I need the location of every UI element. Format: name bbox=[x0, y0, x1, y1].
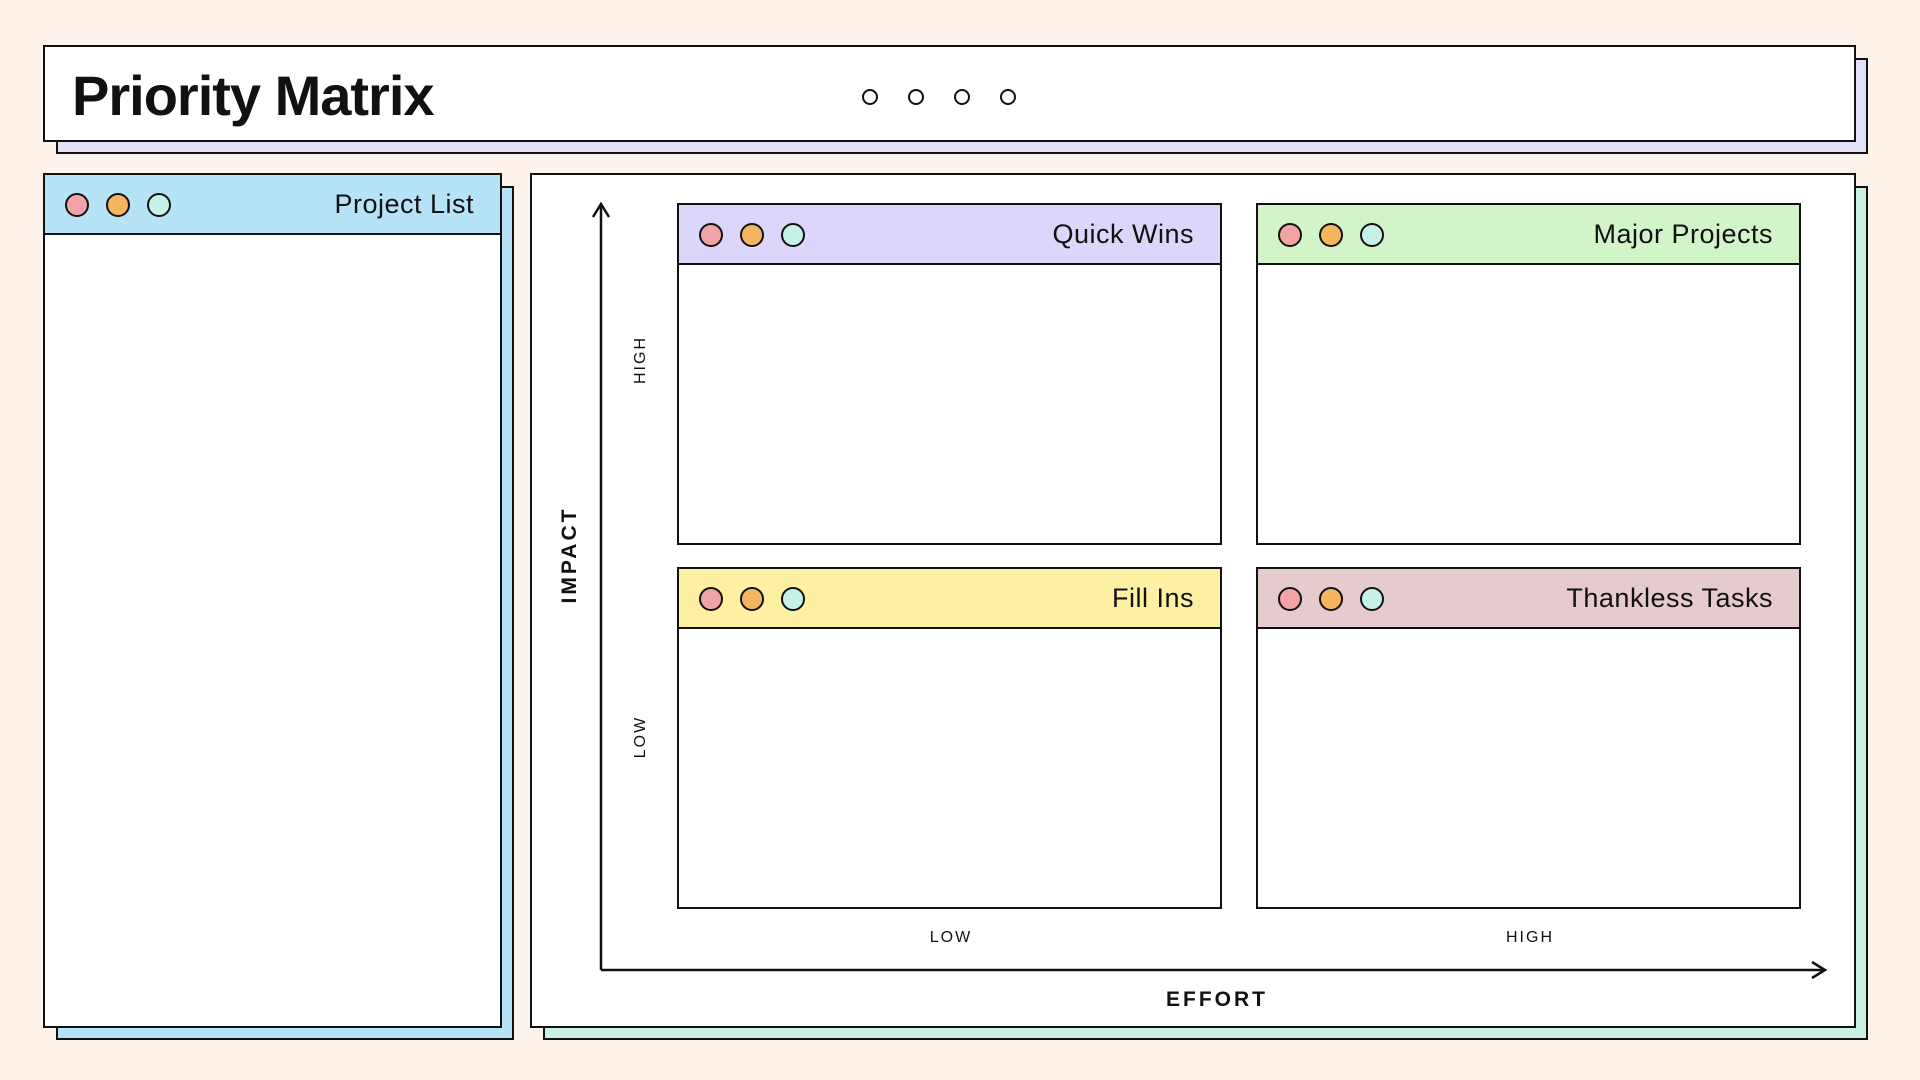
maximize-dot-icon[interactable] bbox=[1360, 587, 1384, 611]
project-list-bar: Project List bbox=[45, 175, 500, 235]
quadrant-title: Major Projects bbox=[1593, 219, 1773, 249]
minimize-dot-icon[interactable] bbox=[1319, 587, 1343, 611]
window-controls bbox=[65, 193, 171, 217]
project-list-panel: Project List bbox=[43, 173, 502, 1028]
x-axis-arrow-icon bbox=[1811, 960, 1828, 980]
window-controls bbox=[699, 587, 805, 611]
window-controls bbox=[1278, 223, 1384, 247]
header: Priority Matrix bbox=[43, 45, 1856, 142]
window-controls bbox=[699, 223, 805, 247]
quadrant-fill-ins[interactable]: Fill Ins bbox=[677, 567, 1222, 909]
close-dot-icon[interactable] bbox=[1278, 587, 1302, 611]
minimize-dot-icon[interactable] bbox=[106, 193, 130, 217]
priority-matrix-panel: Quick Wins Major Projects Fill Ins bbox=[530, 173, 1856, 1028]
pagination-dots bbox=[862, 89, 1016, 105]
page-dot-icon bbox=[1000, 89, 1016, 105]
maximize-dot-icon[interactable] bbox=[147, 193, 171, 217]
x-axis-high-label: HIGH bbox=[1506, 929, 1554, 946]
close-dot-icon[interactable] bbox=[1278, 223, 1302, 247]
y-axis-arrow-icon bbox=[591, 201, 611, 218]
quadrant-bar: Quick Wins bbox=[679, 205, 1220, 265]
quadrant-title: Thankless Tasks bbox=[1566, 583, 1773, 613]
minimize-dot-icon[interactable] bbox=[1319, 223, 1343, 247]
quadrant-major-projects[interactable]: Major Projects bbox=[1256, 203, 1801, 545]
page-dot-icon bbox=[862, 89, 878, 105]
close-dot-icon[interactable] bbox=[699, 587, 723, 611]
y-axis-high-label: HIGH bbox=[632, 336, 649, 384]
quadrant-title: Fill Ins bbox=[1111, 583, 1194, 613]
quadrant-quick-wins[interactable]: Quick Wins bbox=[677, 203, 1222, 545]
page-dot-icon bbox=[954, 89, 970, 105]
maximize-dot-icon[interactable] bbox=[781, 223, 805, 247]
close-dot-icon[interactable] bbox=[65, 193, 89, 217]
quadrant-bar: Fill Ins bbox=[679, 569, 1220, 629]
x-axis-title: EFFORT bbox=[1166, 988, 1268, 1011]
matrix-axes bbox=[591, 201, 1828, 980]
minimize-dot-icon[interactable] bbox=[740, 587, 764, 611]
maximize-dot-icon[interactable] bbox=[781, 587, 805, 611]
project-list-title: Project List bbox=[334, 189, 474, 219]
x-axis-low-label: LOW bbox=[929, 929, 973, 946]
quadrant-thankless-tasks[interactable]: Thankless Tasks bbox=[1256, 567, 1801, 909]
quadrant-bar: Thankless Tasks bbox=[1258, 569, 1799, 629]
minimize-dot-icon[interactable] bbox=[740, 223, 764, 247]
close-dot-icon[interactable] bbox=[699, 223, 723, 247]
y-axis-title: IMPACT bbox=[558, 506, 581, 604]
y-axis-low-label: LOW bbox=[632, 715, 649, 759]
page-dot-icon bbox=[908, 89, 924, 105]
maximize-dot-icon[interactable] bbox=[1360, 223, 1384, 247]
quadrant-title: Quick Wins bbox=[1052, 219, 1194, 249]
quadrant-bar: Major Projects bbox=[1258, 205, 1799, 265]
page-title: Priority Matrix bbox=[72, 64, 435, 127]
window-controls bbox=[1278, 587, 1384, 611]
